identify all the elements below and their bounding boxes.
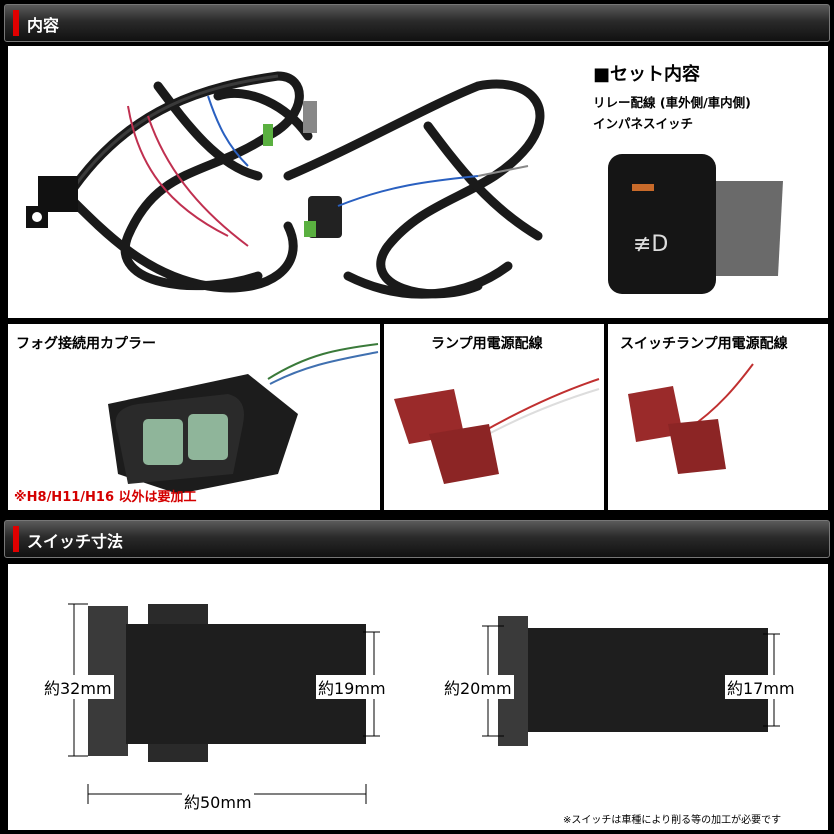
section-header-switch-size: スイッチ寸法	[4, 520, 830, 558]
header-accent-bar	[13, 10, 19, 36]
set-item-relay: リレー配線 (車外側/車内側)	[593, 95, 751, 110]
dimensions-panel: 約32mm 約19mm 約50mm 約20mm 約17mm ※スイッチは車種によ…	[8, 564, 828, 830]
coupler-image	[108, 343, 379, 494]
switch-lamp-wire-image	[628, 363, 754, 474]
dim-left-height: 約32mm	[42, 675, 114, 699]
header-accent-bar	[13, 526, 19, 552]
set-contents: ■セット内容 リレー配線 (車外側/車内側) インパネスイッチ	[593, 60, 751, 134]
set-item-switch: インパネスイッチ	[593, 116, 694, 131]
section-title: スイッチ寸法	[27, 532, 124, 551]
dim-right-inner: 約17mm	[725, 675, 797, 699]
product-panel: ≢D ■セット内容 リレー配線 (車外側/車内側) インパネスイッチ	[8, 46, 828, 318]
coupler-panel: フォグ接続用カプラー ※H8/H11/H16 以外は要加工	[8, 324, 380, 510]
wiring-harness-image: ≢D	[26, 71, 783, 299]
coupler-title: フォグ接続用カプラー	[16, 336, 156, 352]
lamp-power-wire-image	[394, 378, 600, 484]
switch-lamp-power-panel: スイッチランプ用電源配線	[608, 324, 828, 510]
svg-text:≢D: ≢D	[633, 232, 668, 257]
section-title: 内容	[27, 16, 60, 35]
footnote: ※スイッチは車種により削る等の加工が必要です	[563, 815, 782, 826]
lamp-power-title: ランプ用電源配線	[431, 336, 543, 352]
lamp-power-panel: ランプ用電源配線	[384, 324, 604, 510]
switch-dimension-drawing	[68, 603, 780, 804]
switch-lamp-power-title: スイッチランプ用電源配線	[620, 336, 788, 352]
section-header-contents: 内容	[4, 4, 830, 42]
dim-width: 約50mm	[182, 789, 254, 813]
panel-switch: ≢D	[608, 154, 783, 294]
set-contents-heading: ■セット内容	[593, 64, 701, 85]
coupler-note: ※H8/H11/H16 以外は要加工	[14, 490, 197, 505]
dim-left-inner: 約19mm	[316, 675, 388, 699]
dim-right-height: 約20mm	[442, 675, 514, 699]
